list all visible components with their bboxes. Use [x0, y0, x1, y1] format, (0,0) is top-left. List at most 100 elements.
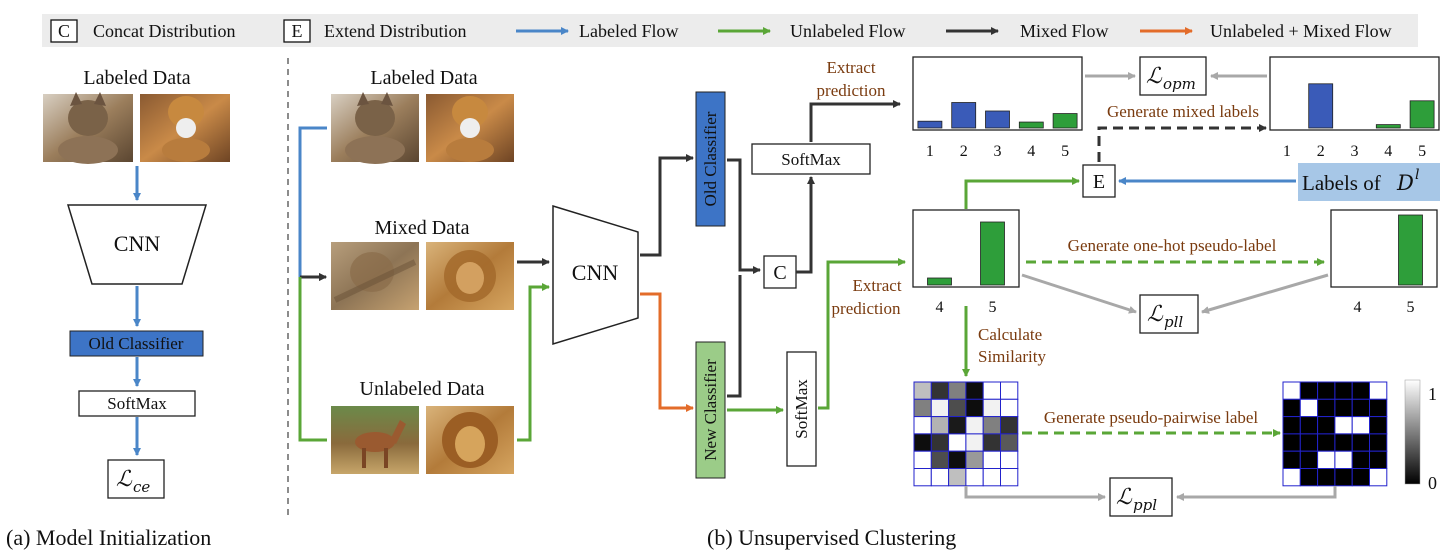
mid-chart-to-extend-arrow [964, 177, 1080, 209]
similarity-cell-2-0 [913, 416, 932, 435]
loss-opm-subscript: opm [1163, 75, 1196, 93]
pairwise-cell-3-2 [1317, 433, 1336, 452]
gen-pairwise-text: Generate pseudo-pairwise label [1044, 408, 1259, 427]
b-labeled-title: Labeled Data [370, 67, 477, 89]
b-softmax-to-mid-chart [818, 258, 906, 410]
pairwise-cell-4-5 [1369, 450, 1388, 470]
b-labeled-to-mixed-flow [298, 126, 327, 281]
old-pred-bar-3 [985, 110, 1010, 129]
b-extract-mid-line1: Extract [852, 276, 901, 295]
similarity-cell-0-0 [913, 381, 932, 400]
labels-of-text: Labels of [1302, 171, 1381, 195]
legend-unlabeled-mixed-label: Unlabeled + Mixed Flow [1210, 21, 1392, 41]
calc-similarity-line2: Similarity [978, 347, 1047, 366]
pairwise-cell-2-3 [1334, 416, 1353, 435]
loss-opm-symbol: ℒ [1146, 64, 1163, 89]
pseudo-pairwise-heatmap [1282, 381, 1388, 487]
b-new-classifier-box [695, 341, 726, 479]
pairwise-cell-4-2 [1317, 450, 1336, 470]
old-pred-bar-5 [1052, 113, 1078, 129]
similarity-cell-4-5 [1000, 450, 1019, 470]
legend-concat-label: Concat Distribution [93, 21, 236, 41]
loss-ppl-arrow-right [1176, 486, 1337, 501]
pairwise-cell-0-2 [1317, 381, 1336, 400]
legend-mixed-label: Mixed Flow [1020, 21, 1109, 41]
b-horse-image [331, 406, 419, 474]
pairwise-cell-3-3 [1334, 433, 1353, 452]
loss-opm-box [1139, 56, 1207, 96]
old-pred-tick-1: 1 [926, 143, 934, 160]
panel-a-labeled-title: Labeled Data [83, 67, 190, 89]
one-hot-bar-5 [1398, 214, 1423, 286]
loss-pll-arrow-right [1201, 273, 1329, 314]
pairwise-cell-2-4 [1351, 416, 1370, 435]
similarity-cell-1-0 [913, 398, 932, 418]
similarity-cell-4-1 [930, 450, 950, 470]
old-pred-bar-4 [1018, 121, 1044, 129]
legend-unlabeled-label: Unlabeled Flow [790, 21, 905, 41]
similarity-cell-4-0 [913, 450, 932, 470]
similarity-cell-0-1 [930, 381, 950, 400]
pairwise-cell-0-0 [1282, 381, 1301, 400]
one-hot-tick-5: 5 [1407, 299, 1415, 316]
similarity-heatmap [913, 381, 1019, 487]
pairwise-cell-1-3 [1334, 398, 1353, 418]
mixed-label-bar-2 [1308, 83, 1334, 129]
similarity-cell-3-4 [982, 433, 1002, 452]
similarity-cell-3-1 [930, 433, 950, 452]
similarity-cell-4-4 [982, 450, 1002, 470]
similarity-cell-0-4 [982, 381, 1002, 400]
b-softmax-side-box [786, 351, 817, 467]
loss-ppl-arrow-left [964, 486, 1106, 501]
a-cnn-trapezoid [66, 204, 208, 285]
old-pred-bar-2 [951, 102, 977, 129]
b-old-classifier-box [695, 91, 726, 227]
mixed-label-tick-5: 5 [1418, 143, 1426, 160]
b-extend-key: E [1093, 171, 1105, 193]
pairwise-cell-1-5 [1369, 398, 1388, 418]
pairwise-cell-4-4 [1351, 450, 1370, 470]
old-pred-bar-1 [917, 120, 943, 129]
a-softmax-label: SoftMax [107, 394, 167, 413]
b-unlabeled-title: Unlabeled Data [360, 378, 485, 400]
legend-extend-key: E [292, 21, 303, 41]
b-cnn-trapezoid [552, 204, 639, 346]
similarity-cell-2-2 [948, 416, 967, 435]
similarity-cell-5-5 [1000, 468, 1019, 487]
gen-mixed-labels-arrow [1097, 124, 1267, 162]
pairwise-cell-4-1 [1299, 450, 1319, 470]
labels-of-d-symbol: D [1396, 171, 1414, 195]
dog-image [140, 94, 230, 162]
cat-image [43, 92, 133, 164]
legend-extend-box [283, 19, 311, 43]
b-new-classifier-label: New Classifier [701, 359, 720, 461]
similarity-cell-3-0 [913, 433, 932, 452]
b-lion-image [426, 406, 514, 474]
similarity-cell-0-2 [948, 381, 967, 400]
similarity-cell-1-4 [982, 398, 1002, 418]
b-mixed-title: Mixed Data [375, 217, 470, 239]
loss-ppl-symbol: ℒ [1116, 485, 1133, 510]
legend-concat-box [50, 19, 78, 43]
similarity-cell-3-5 [1000, 433, 1019, 452]
b-mixed-image-2 [426, 242, 514, 310]
a-loss-ce-box [107, 459, 165, 499]
a-softmax-box [78, 390, 196, 417]
pairwise-cell-2-1 [1299, 416, 1319, 435]
mixed-label-bar-5 [1409, 100, 1435, 129]
one-hot-tick-4: 4 [1354, 299, 1362, 316]
b-extend-box [1082, 164, 1116, 198]
new-pred-bar-4 [927, 277, 952, 286]
loss-pll-arrow-left [1021, 273, 1137, 314]
similarity-cell-0-3 [965, 381, 984, 400]
panel-unsupervised-clustering: Labeled Data Mixed Data Unlabeled Data [298, 56, 1440, 550]
similarity-cell-3-2 [948, 433, 967, 452]
legend-labeled-label: Labeled Flow [579, 21, 678, 41]
similarity-cell-1-1 [930, 398, 950, 418]
similarity-cell-5-3 [965, 468, 984, 487]
pairwise-cell-1-2 [1317, 398, 1336, 418]
similarity-cell-2-5 [1000, 416, 1019, 435]
similarity-cell-0-5 [1000, 381, 1019, 400]
